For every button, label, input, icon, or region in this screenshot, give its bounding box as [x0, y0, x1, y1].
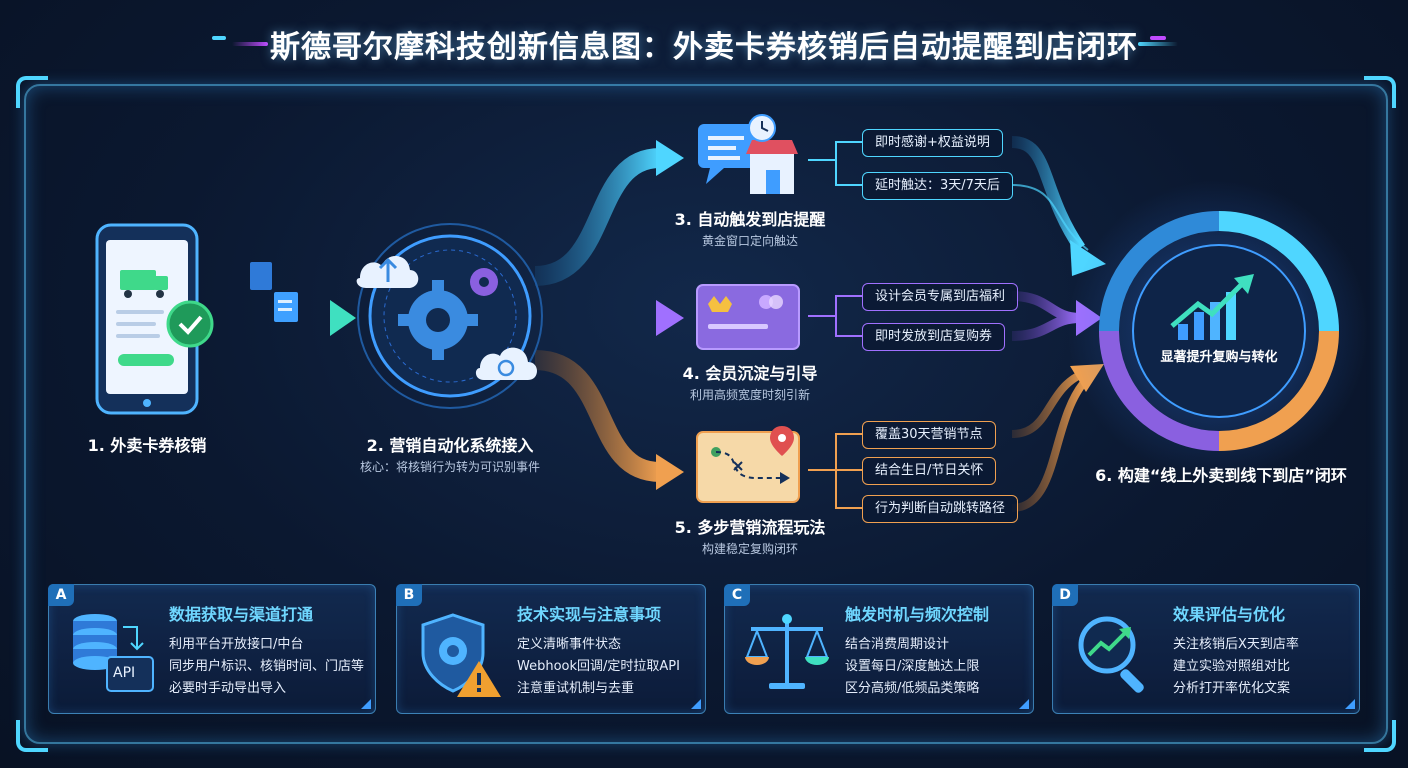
frame-corner-tr [1364, 76, 1396, 108]
branch-3-lines [808, 141, 862, 186]
step-6-label: 6. 构建“线上外卖到线下到店”闭环 [1095, 466, 1347, 485]
merge-3b-to-6 [1011, 184, 1089, 251]
magnifier-growth-icon [1078, 616, 1144, 693]
title-deco-left-2 [212, 36, 226, 40]
card-c-line-1: 结合消费周期设计 [845, 637, 950, 652]
card-c-line-3: 区分高频/低频品类策略 [845, 681, 980, 696]
frame-corner-tl [16, 76, 48, 108]
branch-4-item-1: 设计会员专属到店福利 [862, 283, 1019, 311]
branch-3-item-2: 延时触达：3天/7天后 [862, 172, 1013, 200]
arrow-2-to-3 [534, 148, 661, 286]
card-b-badge: B [396, 584, 422, 606]
card-a: A API 数据获取与渠道打通 利用平台开放接口/中台 同步用户标识、核销时间、… [48, 584, 376, 714]
frame-corner-br [1364, 720, 1396, 752]
card-c-line-2: 设置每日/深度触达上限 [845, 659, 980, 674]
merge-5-to-6 [1011, 370, 1090, 512]
branch-5-item-2: 结合生日/节日关怀 [862, 457, 997, 485]
database-api-icon [73, 614, 154, 692]
branch-4-item-2: 即时发放到店复购券 [862, 323, 1006, 351]
card-b: B 技术实现与注意事项 定义清晰事件状态 Webhook回调/定时拉取API 注… [396, 584, 706, 714]
main-frame [24, 84, 1388, 744]
step-2-label: 2. 营销自动化系统接入 [366, 436, 534, 455]
route-map-icon [696, 426, 800, 503]
card-b-line-2: Webhook回调/定时拉取API [517, 659, 680, 674]
arrow-2-to-5 [534, 350, 661, 482]
branch-4-lines [808, 295, 862, 337]
card-d-line-3: 分析打开率优化文案 [1173, 681, 1291, 696]
growth-hub-icon [1099, 211, 1339, 451]
card-b-line-1: 定义清晰事件状态 [517, 637, 622, 652]
step-2-sub: 核心：将核销行为转为可识别事件 [359, 460, 540, 474]
step-4-sub: 利用高频宽度时刻引新 [689, 388, 810, 402]
page-title: 斯德哥尔摩科技创新信息图：外卖卡券核销后自动提醒到店闭环 [270, 30, 1138, 65]
card-a-corner-mark [361, 699, 371, 709]
shield-gear-warning-icon [421, 613, 501, 697]
step-5-label: 5. 多步营销流程玩法 [674, 518, 826, 537]
step-4-label: 4. 会员沉淀与引导 [682, 364, 818, 383]
card-b-corner-mark [691, 699, 701, 709]
title-deco-left [232, 42, 268, 46]
card-d-corner-mark [1345, 699, 1355, 709]
card-a-line-1: 利用平台开放接口/中台 [169, 637, 304, 652]
branch-3-item-1: 即时感谢+权益说明 [862, 129, 1003, 157]
card-a-line-2: 同步用户标识、核销时间、门店等 [169, 659, 365, 674]
title-deco-right [1138, 42, 1178, 46]
card-d-title: 效果评估与优化 [1173, 605, 1286, 624]
arrow-2-to-3-head [656, 140, 684, 176]
frame-corner-bl [16, 720, 48, 752]
step-1-label: 1. 外卖卡券核销 [87, 436, 207, 455]
card-a-badge: A [48, 584, 74, 606]
card-c-badge: C [724, 584, 750, 606]
chat-store-icon [698, 114, 798, 194]
card-c-title: 触发时机与频次控制 [845, 605, 990, 624]
step-3-label: 3. 自动触发到店提醒 [674, 210, 826, 229]
branch-5-item-3: 行为判断自动跳转路径 [862, 495, 1019, 523]
card-d-badge: D [1052, 584, 1078, 606]
card-c-corner-mark [1019, 699, 1029, 709]
arrow-1-to-2-head [330, 300, 356, 336]
step-3-sub: 黄金窗口定向触达 [701, 234, 798, 248]
step-5-sub: 构建稳定复购闭环 [701, 542, 798, 556]
phone-icon [95, 223, 214, 415]
card-d-line-2: 建立实验对照组对比 [1173, 659, 1291, 674]
branch-5-item-1: 覆盖30天营销节点 [862, 421, 996, 449]
card-a-title: 数据获取与渠道打通 [169, 605, 314, 624]
card-d: D 效果评估与优化 关注核销后X天到店率 建立实验对照组对比 分析打开率优化文案 [1052, 584, 1360, 714]
branch-5-lines [808, 433, 862, 509]
card-d-line-1: 关注核销后X天到店率 [1173, 637, 1299, 652]
card-b-line-3: 注意重试机制与去重 [517, 681, 635, 696]
member-card-icon [696, 284, 800, 350]
arrow-2-to-4-head [656, 300, 684, 336]
card-b-title: 技术实现与注意事项 [517, 605, 662, 624]
balance-scale-icon [745, 614, 829, 689]
gear-system-icon [356, 223, 543, 409]
document-icon [250, 262, 298, 322]
api-label: API [113, 665, 136, 681]
hub-text: 显著提升复购与转化 [1160, 350, 1278, 365]
arrow-2-to-5-head [656, 454, 684, 490]
title-deco-right-2 [1150, 36, 1166, 40]
card-c: C 触发时机与频次控制 结合消费周期设计 设置每日/深度触达上限 区分高频/低频… [724, 584, 1034, 714]
card-a-line-3: 必要时手动导出导入 [169, 681, 287, 696]
